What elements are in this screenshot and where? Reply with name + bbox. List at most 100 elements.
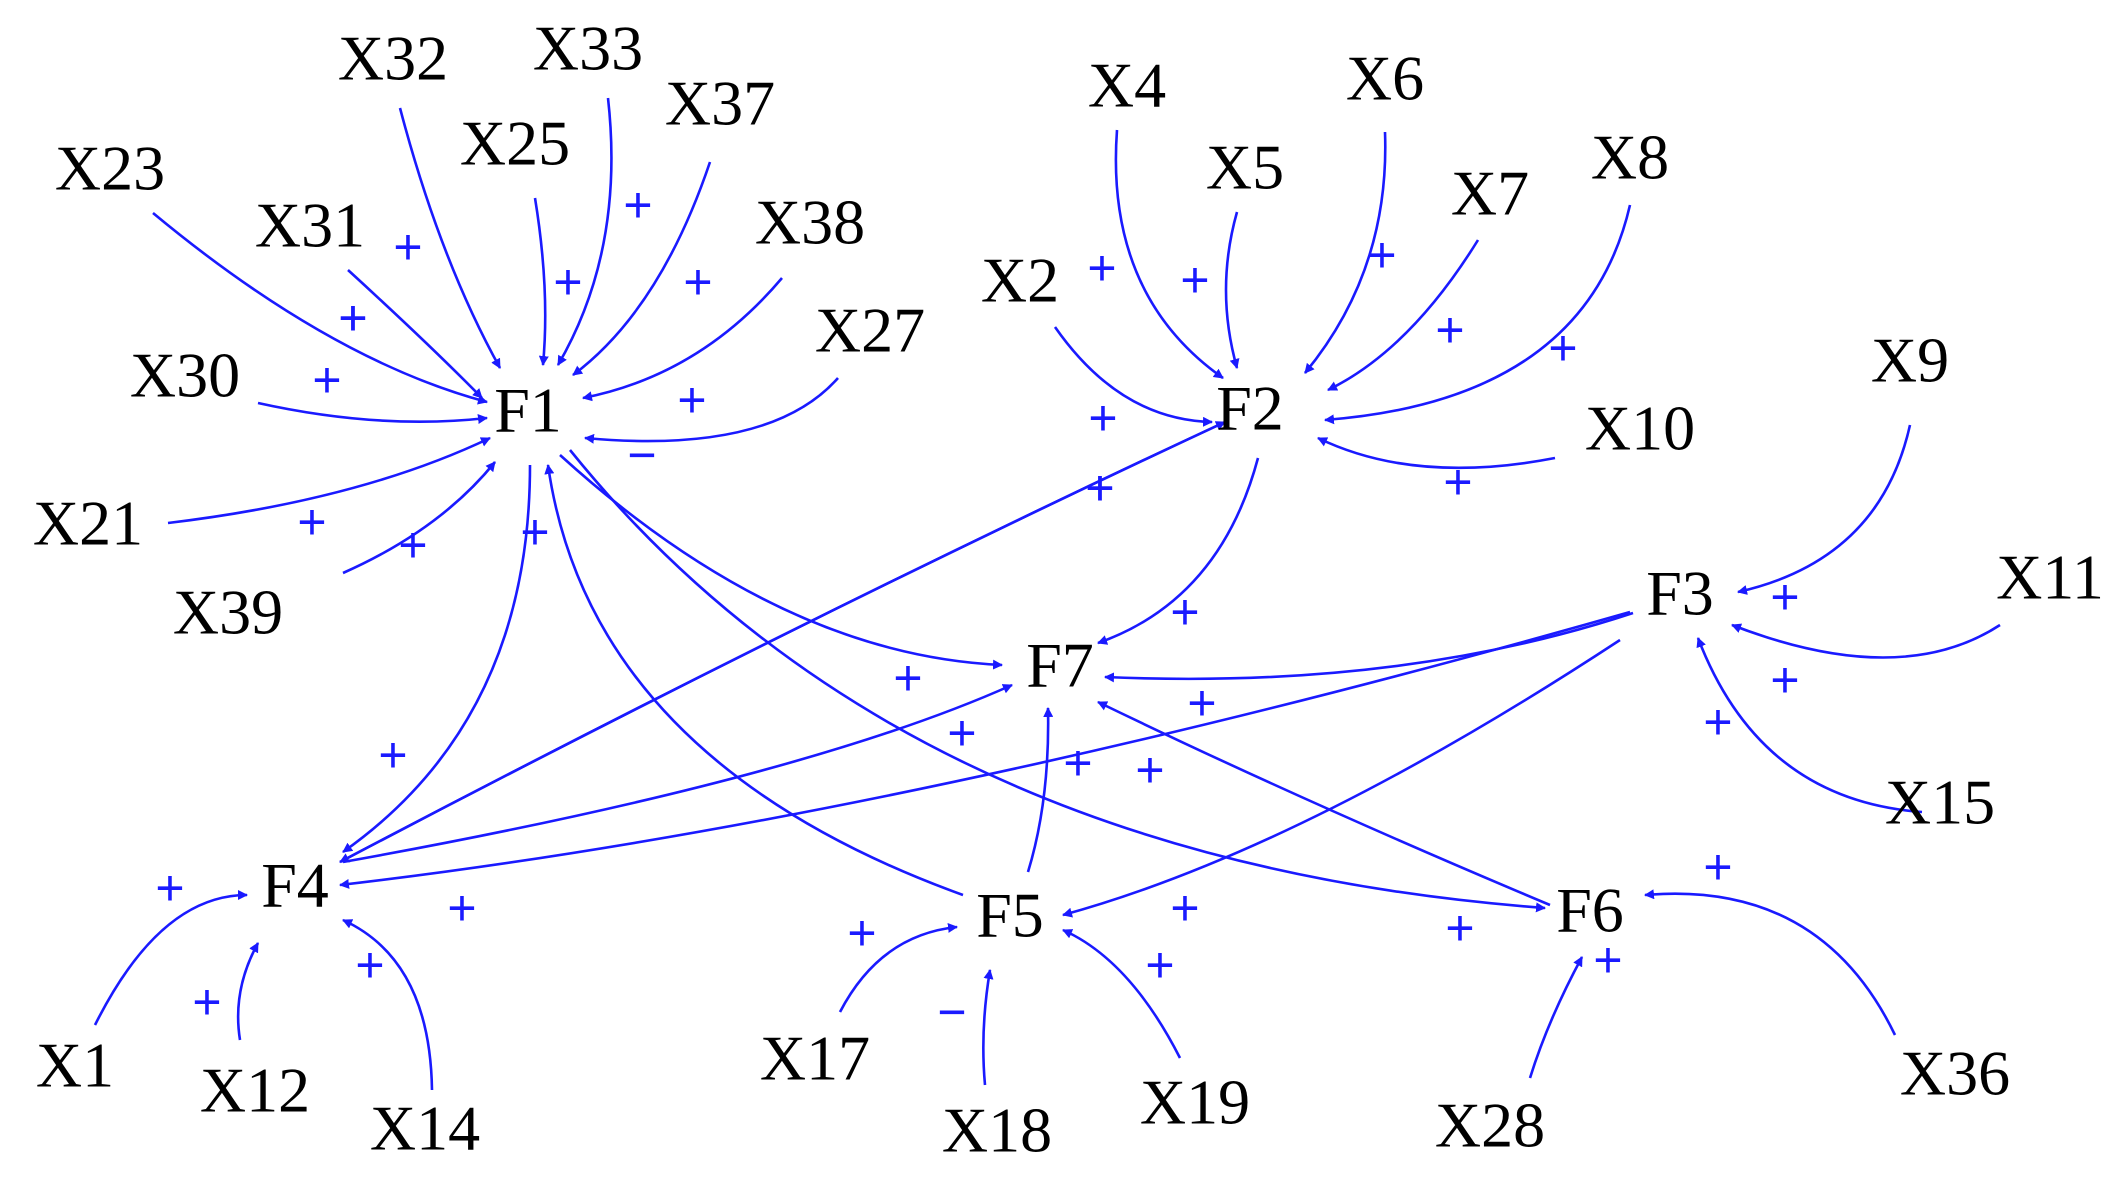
node-x23: X23 bbox=[55, 133, 165, 204]
edge-f5-to-f7 bbox=[1026, 707, 1054, 873]
edge-f2-to-f7 bbox=[1097, 457, 1260, 645]
edge-sign-f3-to-f7: + bbox=[1187, 675, 1216, 731]
edge-x38-to-f1 bbox=[582, 277, 783, 402]
edge-x19-to-f5 bbox=[1062, 928, 1182, 1059]
edge-sign-x25-to-f1: + bbox=[553, 254, 582, 310]
edge-sign-x14-to-f4: + bbox=[355, 937, 384, 993]
node-x1: X1 bbox=[36, 1030, 114, 1101]
node-f5: F5 bbox=[976, 880, 1044, 951]
edge-x12-to-f4 bbox=[236, 942, 260, 1041]
node-x12: X12 bbox=[200, 1055, 310, 1126]
node-f1: F1 bbox=[494, 375, 562, 446]
edge-x23-to-f1 bbox=[152, 211, 488, 405]
edge-f3-to-f7 bbox=[1104, 611, 1634, 683]
edge-x27-to-f1 bbox=[584, 377, 839, 444]
edges-layer bbox=[93, 97, 2001, 1091]
node-x5: X5 bbox=[1206, 132, 1284, 203]
node-x6: X6 bbox=[1346, 43, 1424, 114]
edge-sign-x11-to-f3: + bbox=[1770, 652, 1799, 708]
node-x8: X8 bbox=[1591, 122, 1669, 193]
edge-f1-to-f6 bbox=[568, 449, 1546, 913]
edge-x1-to-f4 bbox=[93, 890, 248, 1026]
edge-x10-to-f2 bbox=[1317, 436, 1556, 470]
node-x31: X31 bbox=[255, 190, 365, 261]
edge-x9-to-f3 bbox=[1737, 424, 1912, 595]
edge-f3-to-f4 bbox=[339, 610, 1631, 889]
node-x11: X11 bbox=[1996, 542, 2104, 613]
edge-sign-f3-to-f4: + bbox=[447, 880, 476, 936]
edge-x25-to-f1 bbox=[533, 197, 549, 366]
edge-sign-x38-to-f1: + bbox=[677, 372, 706, 428]
node-x27: X27 bbox=[815, 295, 925, 366]
edge-sign-x37-to-f1: + bbox=[683, 254, 712, 310]
node-x14: X14 bbox=[370, 1093, 480, 1164]
edge-sign-x15-to-f3: + bbox=[1703, 694, 1732, 750]
node-x18: X18 bbox=[942, 1095, 1052, 1166]
edge-x4-to-f2 bbox=[1114, 129, 1224, 380]
edge-sign-x27-to-f1: − bbox=[627, 427, 656, 483]
node-x9: X9 bbox=[1871, 325, 1949, 396]
node-x33: X33 bbox=[533, 13, 643, 84]
node-x17: X17 bbox=[760, 1023, 870, 1094]
edge-sign-x31-to-f1: + bbox=[393, 219, 422, 275]
edge-sign-x8-to-f2: + bbox=[1548, 320, 1577, 376]
node-x37: X37 bbox=[665, 68, 775, 139]
edge-sign-x21-to-f1: + bbox=[297, 494, 326, 550]
edge-sign-f3-to-f5: + bbox=[1170, 880, 1199, 936]
edge-sign-x1-to-f4: + bbox=[155, 860, 184, 916]
node-x19: X19 bbox=[1140, 1067, 1250, 1138]
edge-x39-to-f1 bbox=[342, 461, 497, 575]
edge-sign-f1-to-f4: + bbox=[378, 727, 407, 783]
node-x15: X15 bbox=[1885, 767, 1995, 838]
edge-sign-x39-to-f1: + bbox=[398, 517, 427, 573]
edge-sign-x4-to-f2: + bbox=[1088, 390, 1117, 446]
node-f4: F4 bbox=[261, 850, 329, 921]
edge-x6-to-f2 bbox=[1303, 131, 1387, 374]
edge-x14-to-f4 bbox=[342, 918, 434, 1091]
edge-sign-x30-to-f1: + bbox=[312, 352, 341, 408]
edge-sign-f5-to-f1: + bbox=[520, 504, 549, 560]
edge-f2-to-f4 bbox=[339, 420, 1226, 864]
edge-x21-to-f1 bbox=[167, 436, 491, 525]
edge-sign-x5-to-f2: + bbox=[1180, 252, 1209, 308]
edge-f5-to-f1 bbox=[544, 464, 964, 897]
edge-x15-to-f3 bbox=[1696, 637, 1923, 814]
edge-x31-to-f1 bbox=[347, 269, 483, 399]
edge-x33-to-f1 bbox=[556, 97, 613, 366]
node-x21: X21 bbox=[33, 488, 143, 559]
edge-sign-x32-to-f1: + bbox=[338, 290, 367, 346]
edge-f3-to-f5 bbox=[1062, 638, 1621, 918]
edge-sign-f4-to-f2: + bbox=[1085, 460, 1114, 516]
edge-x37-to-f1 bbox=[572, 161, 712, 377]
edge-x2-to-f2 bbox=[1053, 326, 1213, 427]
edge-x18-to-f5 bbox=[982, 969, 994, 1086]
node-x39: X39 bbox=[173, 577, 283, 648]
edge-x36-to-f6 bbox=[1644, 889, 1897, 1036]
node-x7: X7 bbox=[1451, 158, 1529, 229]
node-x4: X4 bbox=[1088, 50, 1166, 121]
edge-sign-x2-to-f2: + bbox=[1087, 240, 1116, 296]
edge-sign-x7-to-f2: + bbox=[1435, 302, 1464, 358]
node-x36: X36 bbox=[1900, 1038, 2010, 1109]
edge-sign-x6-to-f2: + bbox=[1367, 227, 1396, 283]
edge-f4-to-f7 bbox=[342, 683, 1013, 864]
edge-sign-x23-to-f1: + bbox=[338, 290, 367, 346]
edge-x11-to-f3 bbox=[1731, 623, 2001, 659]
edge-x8-to-f2 bbox=[1324, 204, 1632, 425]
signs-layer: +++++++−+++++++++++++++++++++++−++++++++… bbox=[155, 177, 1799, 1040]
edge-sign-x36-to-f6: + bbox=[1703, 839, 1732, 895]
node-x28: X28 bbox=[1435, 1090, 1545, 1161]
node-x30: X30 bbox=[130, 340, 240, 411]
edge-x28-to-f6 bbox=[1528, 956, 1584, 1079]
edge-sign-f2-to-f4: + bbox=[1085, 460, 1114, 516]
node-x2: X2 bbox=[981, 245, 1059, 316]
edge-sign-x12-to-f4: + bbox=[192, 974, 221, 1030]
edge-sign-f4-to-f7: + bbox=[947, 705, 976, 761]
edge-sign-x18-to-f5: − bbox=[937, 984, 966, 1040]
edge-x7-to-f2 bbox=[1327, 239, 1480, 392]
edge-f1-to-f4 bbox=[342, 464, 532, 854]
node-f7: F7 bbox=[1026, 630, 1094, 701]
node-f3: F3 bbox=[1646, 558, 1714, 629]
